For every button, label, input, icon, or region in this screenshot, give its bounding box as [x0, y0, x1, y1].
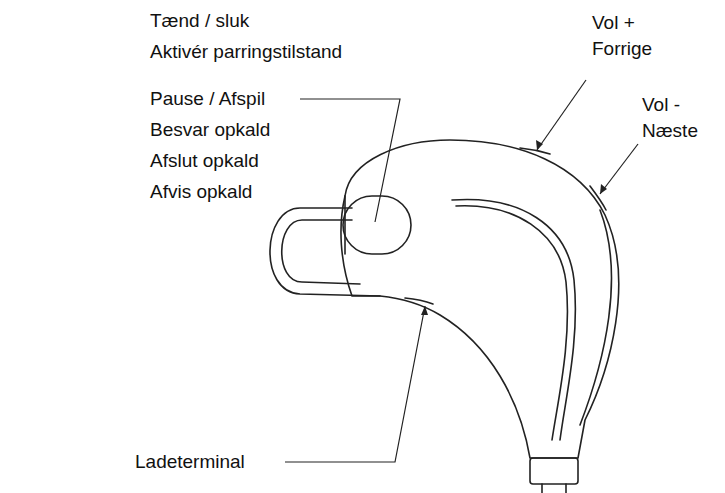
button-label: Forrige [590, 38, 654, 60]
button-label: Vol - [640, 94, 682, 116]
body-edge [580, 210, 611, 425]
leader-line [285, 306, 425, 462]
ear-hook-inner [282, 220, 360, 284]
part-label: Ladeterminal [133, 451, 247, 473]
function-label: Pause / Afspil [148, 88, 267, 110]
function-label: Afslut opkald [148, 150, 261, 172]
cable [541, 484, 543, 493]
function-label: Afvis opkald [148, 181, 254, 203]
vol-plus-button [520, 148, 550, 154]
function-label: Aktivér parringstilstand [148, 41, 344, 63]
function-label: Tænd / sluk [148, 10, 251, 32]
button-label: Vol + [590, 12, 637, 34]
earphone-body [341, 140, 619, 458]
body-groove [456, 206, 567, 440]
arrowhead [600, 184, 607, 194]
arrowhead [536, 140, 543, 150]
body-groove [452, 199, 575, 440]
arrowhead [421, 306, 428, 315]
button-label: Næste [640, 120, 700, 142]
charging-terminal [405, 298, 433, 304]
multifunction-button [343, 196, 411, 254]
leader-line [300, 99, 400, 222]
leader-line [600, 144, 638, 194]
leader-line [537, 80, 586, 150]
cable [565, 484, 567, 493]
function-label: Besvar opkald [148, 119, 272, 141]
cable-ring [530, 458, 578, 484]
button-edge [344, 196, 346, 254]
